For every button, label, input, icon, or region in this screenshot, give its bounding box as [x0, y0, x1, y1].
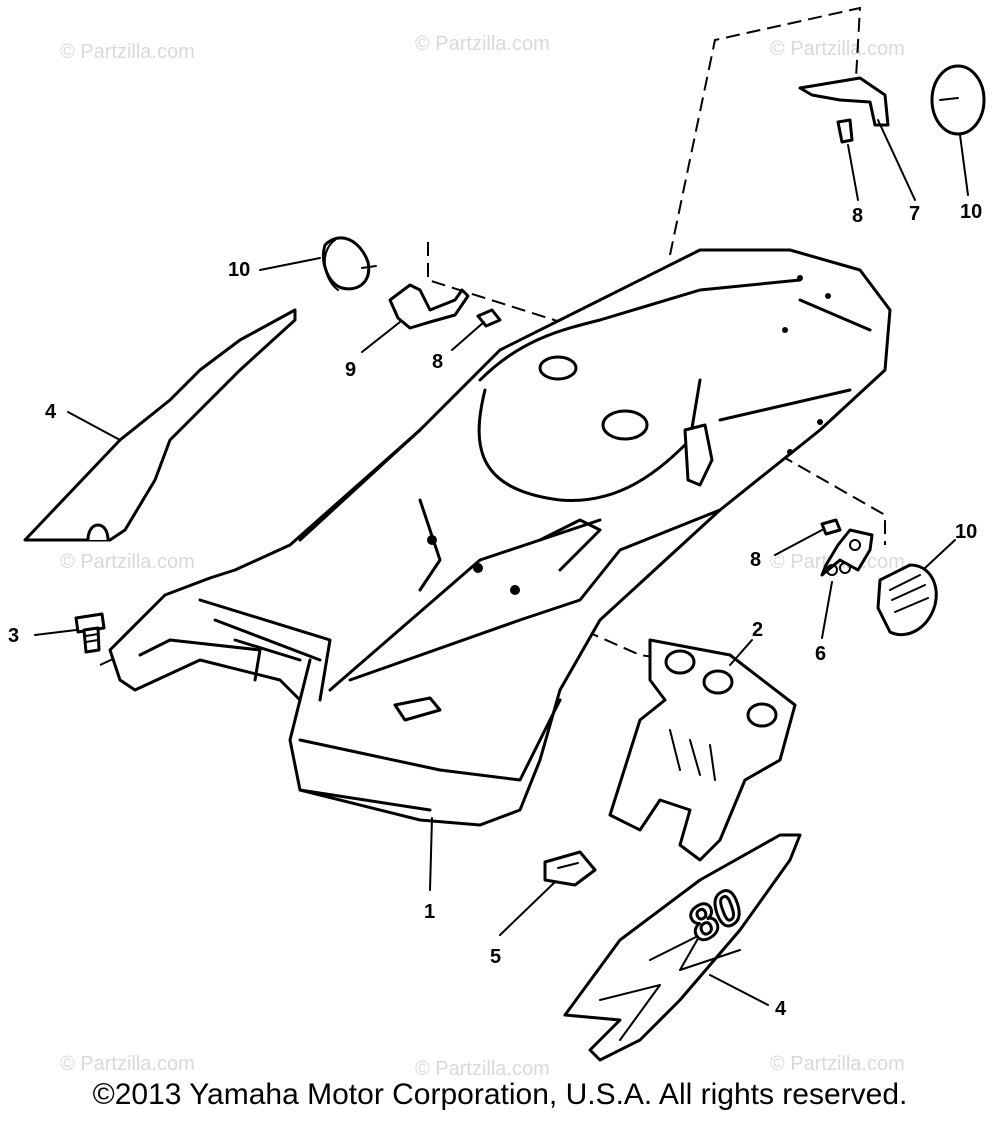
callout-8-top: 8 — [852, 205, 863, 227]
reflector-part-10-top — [930, 64, 986, 136]
bracket-part-9 — [388, 283, 470, 330]
callout-9: 9 — [345, 359, 356, 381]
watermark: © Partzilla.com — [60, 551, 195, 573]
grommet-part-5 — [543, 850, 597, 887]
callout-8-right: 8 — [750, 549, 761, 571]
callout-1: 1 — [424, 901, 435, 923]
watermark: © Partzilla.com — [770, 1053, 905, 1075]
watermark: © Partzilla.com — [415, 1058, 550, 1080]
watermark: © Partzilla.com — [770, 38, 905, 60]
callout-2: 2 — [752, 619, 763, 641]
copyright-notice: ©2013 Yamaha Motor Corporation, U.S.A. A… — [92, 1078, 908, 1111]
leader-lines — [34, 119, 969, 1006]
callout-5: 5 — [490, 946, 501, 968]
side-cover-part-4-left — [23, 308, 297, 542]
screw-part-8-top — [836, 118, 854, 144]
watermark: © Partzilla.com — [60, 41, 195, 63]
bolt-part-3 — [74, 612, 106, 654]
rear-cowl-part-1 — [108, 248, 892, 827]
screw-part-8-right — [820, 518, 842, 536]
callout-4-right: 4 — [775, 998, 787, 1020]
emblem-part-4-right: 80 — [563, 833, 802, 1062]
callout-10-left: 10 — [228, 259, 250, 281]
callouts: 1 2 3 4 4 5 6 7 8 8 8 9 10 10 10 — [8, 201, 982, 1020]
fender-part-2 — [608, 638, 797, 862]
bracket-part-6 — [820, 528, 874, 577]
callout-10-right: 10 — [955, 521, 977, 543]
callout-6: 6 — [815, 643, 826, 665]
reflector-part-10-right — [876, 563, 938, 637]
watermark: © Partzilla.com — [60, 1053, 195, 1075]
callout-7: 7 — [909, 203, 920, 225]
bracket-part-7 — [798, 76, 890, 127]
reflector-part-10-left — [322, 236, 377, 291]
callout-10-top: 10 — [960, 201, 982, 223]
watermark: © Partzilla.com — [415, 33, 550, 55]
callout-8-mid: 8 — [432, 351, 443, 373]
callout-3: 3 — [8, 625, 19, 647]
callout-4-left: 4 — [45, 401, 57, 423]
